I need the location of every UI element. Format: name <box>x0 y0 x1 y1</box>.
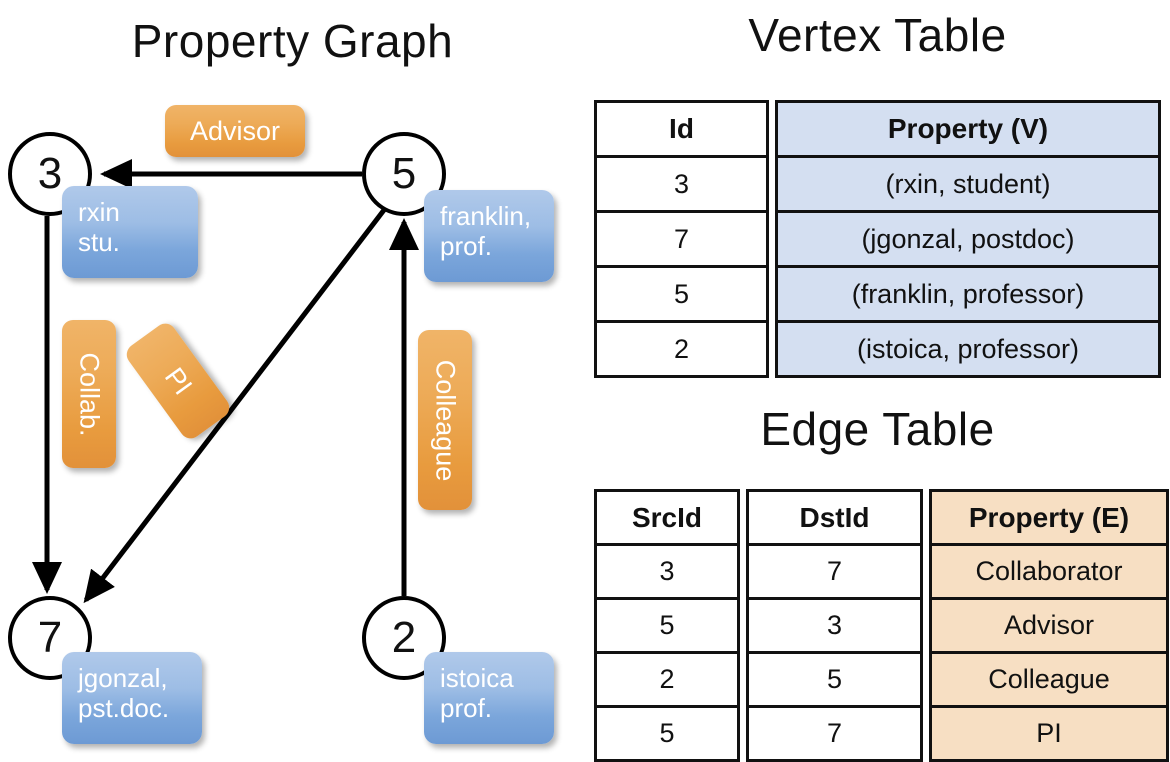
table-row: 3 <box>597 158 766 213</box>
table-row: 2 <box>597 323 766 378</box>
table-row: 7 <box>597 213 766 268</box>
node-property-2-line2: prof. <box>440 692 493 723</box>
table-row: PI <box>932 708 1166 762</box>
table-row: 5 <box>597 268 766 323</box>
vertex-table-header-id: Id <box>597 103 766 158</box>
property-graph-panel: Property Graph 3 5 7 <box>0 0 585 760</box>
node-property-box-5: franklin, prof. <box>424 190 554 282</box>
graph-node-5[interactable]: 5 <box>362 132 446 216</box>
graph-node-3-id: 3 <box>37 149 63 198</box>
graph-edges-layer <box>32 159 419 604</box>
edge-label-colleague: Colleague <box>418 330 472 510</box>
table-row: (franklin, professor) <box>778 268 1158 323</box>
edge-label-collab: Collab. <box>62 320 116 468</box>
edge-table-srcid-column: SrcId 3 5 2 5 <box>594 489 740 762</box>
table-row: 7 <box>749 546 920 600</box>
edge-table: SrcId 3 5 2 5 DstId 7 3 5 7 Property (E)… <box>594 489 1169 762</box>
edge-table-header-property: Property (E) <box>932 492 1166 546</box>
edge-table-property-column: Property (E) Collaborator Advisor Collea… <box>929 489 1169 762</box>
vertex-table: Id 3 7 5 2 Property (V) (rxin, student) … <box>594 100 1161 378</box>
table-row: Collaborator <box>932 546 1166 600</box>
node-property-7-line2: pst.doc. <box>78 692 170 723</box>
table-row: Advisor <box>932 600 1166 654</box>
graph-node-7-id: 7 <box>37 613 63 662</box>
edge-label-colleague-text: Colleague <box>430 359 461 481</box>
table-row: 5 <box>749 654 920 708</box>
node-property-5-line1: franklin, <box>440 201 532 231</box>
page-title-vertex-table: Vertex Table <box>748 9 1007 61</box>
tables-panel: Vertex Table Edge Table <box>585 0 1170 760</box>
table-row: (jgonzal, postdoc) <box>778 213 1158 268</box>
node-property-box-3: rxin stu. <box>62 186 198 278</box>
vertex-table-id-column: Id 3 7 5 2 <box>594 100 769 378</box>
edge-label-collab-text: Collab. <box>74 351 105 437</box>
table-row: 5 <box>597 600 737 654</box>
edge-label-pi-text: PI <box>158 361 199 400</box>
node-property-5-line2: prof. <box>440 230 493 261</box>
edge-label-advisor-text: Advisor <box>189 115 281 146</box>
graph-node-2-id: 2 <box>391 613 417 662</box>
page-title-edge-table: Edge Table <box>760 403 995 455</box>
graph-node-2[interactable]: 2 <box>362 596 446 680</box>
vertex-table-property-column: Property (V) (rxin, student) (jgonzal, p… <box>775 100 1161 378</box>
table-row: Colleague <box>932 654 1166 708</box>
graph-node-5-id: 5 <box>391 149 417 198</box>
table-row: 3 <box>749 600 920 654</box>
table-row: 7 <box>749 708 920 762</box>
node-property-3-line2: stu. <box>78 226 120 257</box>
node-property-2-line1: istoica <box>440 663 514 693</box>
table-row: 5 <box>597 708 737 762</box>
edge-table-header-srcid: SrcId <box>597 492 737 546</box>
vertex-table-header-property: Property (V) <box>778 103 1158 158</box>
node-property-3-line1: rxin <box>78 197 120 227</box>
table-row: 2 <box>597 654 737 708</box>
node-property-box-7: jgonzal, pst.doc. <box>62 652 202 744</box>
node-property-7-line1: jgonzal, <box>78 663 168 693</box>
edge-table-dstid-column: DstId 7 3 5 7 <box>746 489 923 762</box>
page-title-property-graph: Property Graph <box>131 15 454 67</box>
graph-canvas: 3 5 7 2 rxin stu. franklin, prof. jgonza… <box>0 0 585 760</box>
table-row: (rxin, student) <box>778 158 1158 213</box>
edge-5-to-7 <box>83 208 386 604</box>
table-row: (istoica, professor) <box>778 323 1158 378</box>
table-row: 3 <box>597 546 737 600</box>
edge-label-advisor: Advisor <box>165 105 305 157</box>
edge-table-header-dstid: DstId <box>749 492 920 546</box>
node-property-box-2: istoica prof. <box>424 652 554 744</box>
